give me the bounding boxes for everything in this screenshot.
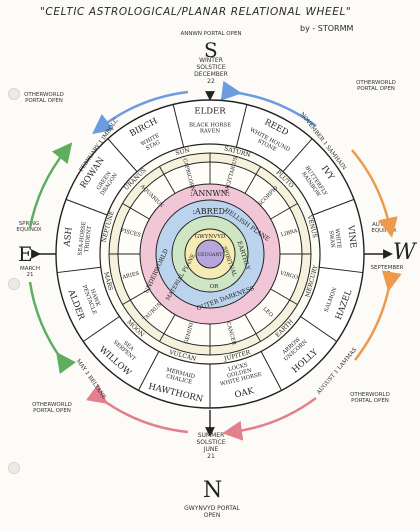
page-title: "CELTIC ASTROLOGICAL/PLANAR RELATIONAL W… bbox=[40, 6, 352, 18]
arrow-blue-2 bbox=[220, 80, 317, 128]
binder-hole bbox=[8, 462, 20, 474]
south-letter: N bbox=[203, 478, 223, 503]
tree-totem-label: LOCKS bbox=[228, 362, 249, 373]
ceugant-label: CEUGANT bbox=[198, 252, 224, 258]
arrow-orange-2 bbox=[354, 270, 402, 361]
zodiac-aries: ARIES bbox=[121, 270, 140, 281]
north-letter: S bbox=[204, 38, 218, 62]
ne-portal-note: OTHERWORLD PORTAL OPEN bbox=[356, 80, 396, 93]
tree-totem-label: WHITE bbox=[333, 228, 341, 249]
zodiac-divider bbox=[270, 288, 298, 305]
tree-divider bbox=[107, 138, 138, 172]
abred-label: :ABRED: bbox=[192, 207, 227, 216]
tree-totem-label: GOLDEN bbox=[227, 368, 253, 380]
zodiac-spokes bbox=[109, 153, 311, 355]
tree-divider bbox=[300, 316, 338, 342]
tree-divider bbox=[65, 198, 108, 216]
annwn-label: :ANNWN: bbox=[190, 189, 230, 198]
zodiac-divider bbox=[270, 203, 298, 220]
se-portal-note: OTHERWORLD PORTAL OPEN bbox=[350, 392, 390, 405]
sw-portal-note: OTHERWORLD PORTAL OPEN bbox=[32, 402, 72, 415]
tree-divider bbox=[235, 104, 248, 148]
tree-divider bbox=[82, 316, 120, 342]
zodiac-gemini: GEMINI bbox=[184, 322, 195, 345]
zodiac-divider bbox=[244, 166, 261, 194]
tree-spokes bbox=[57, 104, 363, 408]
binder-hole bbox=[8, 278, 20, 290]
or-label: OR bbox=[210, 284, 220, 290]
planet-sun: SUN bbox=[175, 147, 191, 157]
binder-hole bbox=[8, 88, 20, 100]
tree-name-elder: ELDER bbox=[194, 107, 226, 117]
north-portal-note: ANNWN PORTAL OPEN bbox=[180, 31, 242, 37]
tree-divider bbox=[57, 266, 101, 274]
winter-solstice-label: WINTER SOLSTICE DECEMBER 22 bbox=[194, 57, 228, 85]
zodiac-divider bbox=[122, 288, 150, 305]
tree-divider bbox=[312, 198, 355, 216]
tree-name-oak: OAK bbox=[234, 386, 256, 401]
tree-divider bbox=[282, 138, 313, 172]
west-letter: W bbox=[393, 240, 416, 265]
spring-equinox-label: SPRING EQUINOX bbox=[16, 221, 42, 234]
tree-totem-label: SEA-HORSE bbox=[77, 221, 87, 256]
arrow-red bbox=[222, 396, 317, 441]
tree-totem-label: RAVEN bbox=[200, 129, 221, 135]
arrow-red-2 bbox=[86, 384, 189, 434]
tree-divider bbox=[319, 266, 363, 274]
arrow-orange bbox=[351, 149, 398, 238]
zodiac-libra: LIBRA bbox=[280, 228, 298, 238]
arrow-green bbox=[28, 281, 76, 374]
zodiac-virgo: VIRGO bbox=[279, 270, 299, 281]
tree-totem-label: TRIDENT bbox=[84, 225, 93, 252]
gwynvyd-label: GWYNVYD bbox=[195, 234, 226, 240]
zodiac-divider bbox=[122, 203, 150, 220]
tree-name-vine: VINE bbox=[345, 224, 358, 249]
east-letter: E bbox=[18, 242, 33, 266]
march-date-label: MARCH 21 bbox=[19, 266, 41, 279]
tree-totem-label: BLACK HORSE bbox=[189, 123, 231, 129]
zodiac-divider bbox=[159, 314, 176, 342]
tree-divider bbox=[172, 104, 185, 148]
south-portal-note: GWYNVYD PORTAL OPEN bbox=[184, 505, 240, 519]
author-credit: by - STORMM bbox=[300, 24, 354, 33]
tree-divider bbox=[137, 351, 160, 391]
tree-divider bbox=[260, 351, 283, 391]
arrow-green-2 bbox=[28, 142, 73, 229]
ceugant-center bbox=[195, 239, 225, 269]
zodiac-divider bbox=[244, 314, 261, 342]
tree-name-ash: ASH bbox=[62, 227, 74, 248]
zodiac-pisces: PISCES bbox=[120, 228, 142, 239]
zodiac-divider bbox=[159, 166, 176, 194]
planet-mars: MARS bbox=[102, 271, 114, 291]
nw-portal-note: OTHERWORLD PORTAL OPEN bbox=[24, 92, 64, 105]
tree-totem-label: SWAN bbox=[327, 230, 335, 248]
arrow-blue bbox=[92, 90, 189, 135]
